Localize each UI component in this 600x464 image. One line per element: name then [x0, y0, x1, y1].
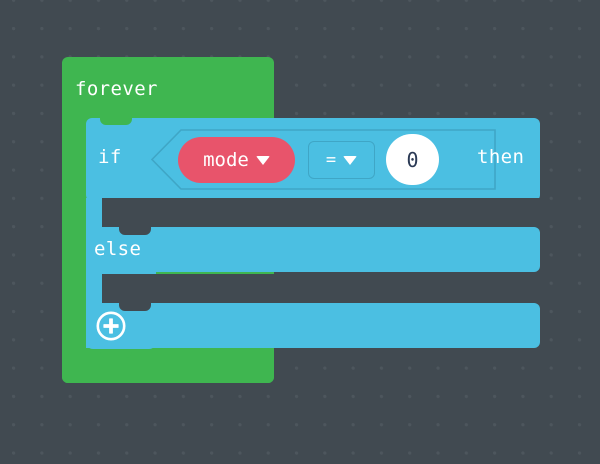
block-notch [100, 117, 132, 125]
add-branch-button[interactable] [96, 311, 126, 341]
if-block-bottom-arm[interactable] [86, 303, 540, 348]
comparison-operator-select[interactable]: = [308, 141, 375, 179]
if-block-header[interactable] [86, 117, 540, 201]
variable-mode-block[interactable]: mode [178, 137, 295, 183]
block-notch [100, 349, 132, 358]
slot-notch [119, 227, 151, 235]
if-branch-slot[interactable] [102, 198, 540, 235]
chevron-down-icon[interactable] [255, 155, 270, 165]
boolean-socket[interactable] [151, 129, 496, 190]
slot-notch [119, 303, 151, 311]
if-else-block[interactable]: if mode = 0 then else [86, 117, 540, 357]
comparison-operator-label: = [325, 149, 337, 170]
number-input-field[interactable]: 0 [386, 134, 439, 185]
then-keyword-label: then [477, 146, 525, 168]
else-arm[interactable] [86, 227, 540, 272]
forever-block-label: forever [75, 78, 158, 100]
variable-mode-label: mode [203, 148, 249, 171]
else-branch-slot[interactable] [102, 274, 540, 311]
if-keyword-label: if [98, 146, 122, 168]
else-keyword-label: else [94, 238, 142, 260]
forever-block-bottom-arm[interactable] [62, 349, 274, 383]
chevron-down-icon[interactable] [343, 155, 358, 165]
number-input-value: 0 [406, 147, 419, 172]
